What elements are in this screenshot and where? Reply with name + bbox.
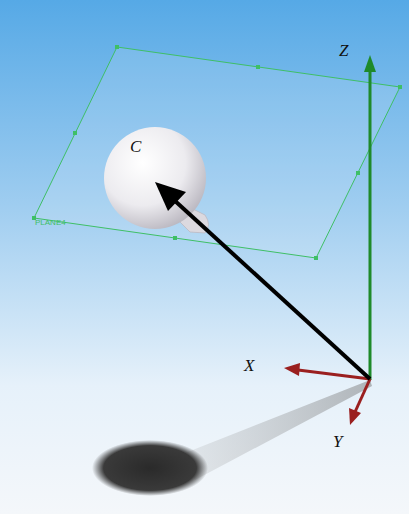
axis-label: Y <box>333 433 342 450</box>
axis-label: Z <box>339 42 348 59</box>
y-axis <box>355 379 370 412</box>
plane-handles <box>32 45 402 260</box>
position-vector <box>174 200 370 379</box>
z-axis <box>369 68 372 380</box>
sphere-shadow <box>92 440 208 496</box>
axis-label: X <box>244 357 254 374</box>
y-axis-head <box>349 408 361 425</box>
point-label: C <box>130 138 141 155</box>
stem-shadow <box>180 380 372 480</box>
z-axis-head <box>364 55 376 72</box>
plane-outline <box>34 47 400 258</box>
position-vector-head <box>155 182 186 211</box>
x-axis-head <box>284 363 300 376</box>
plane-name: PLANE4 <box>35 219 66 227</box>
